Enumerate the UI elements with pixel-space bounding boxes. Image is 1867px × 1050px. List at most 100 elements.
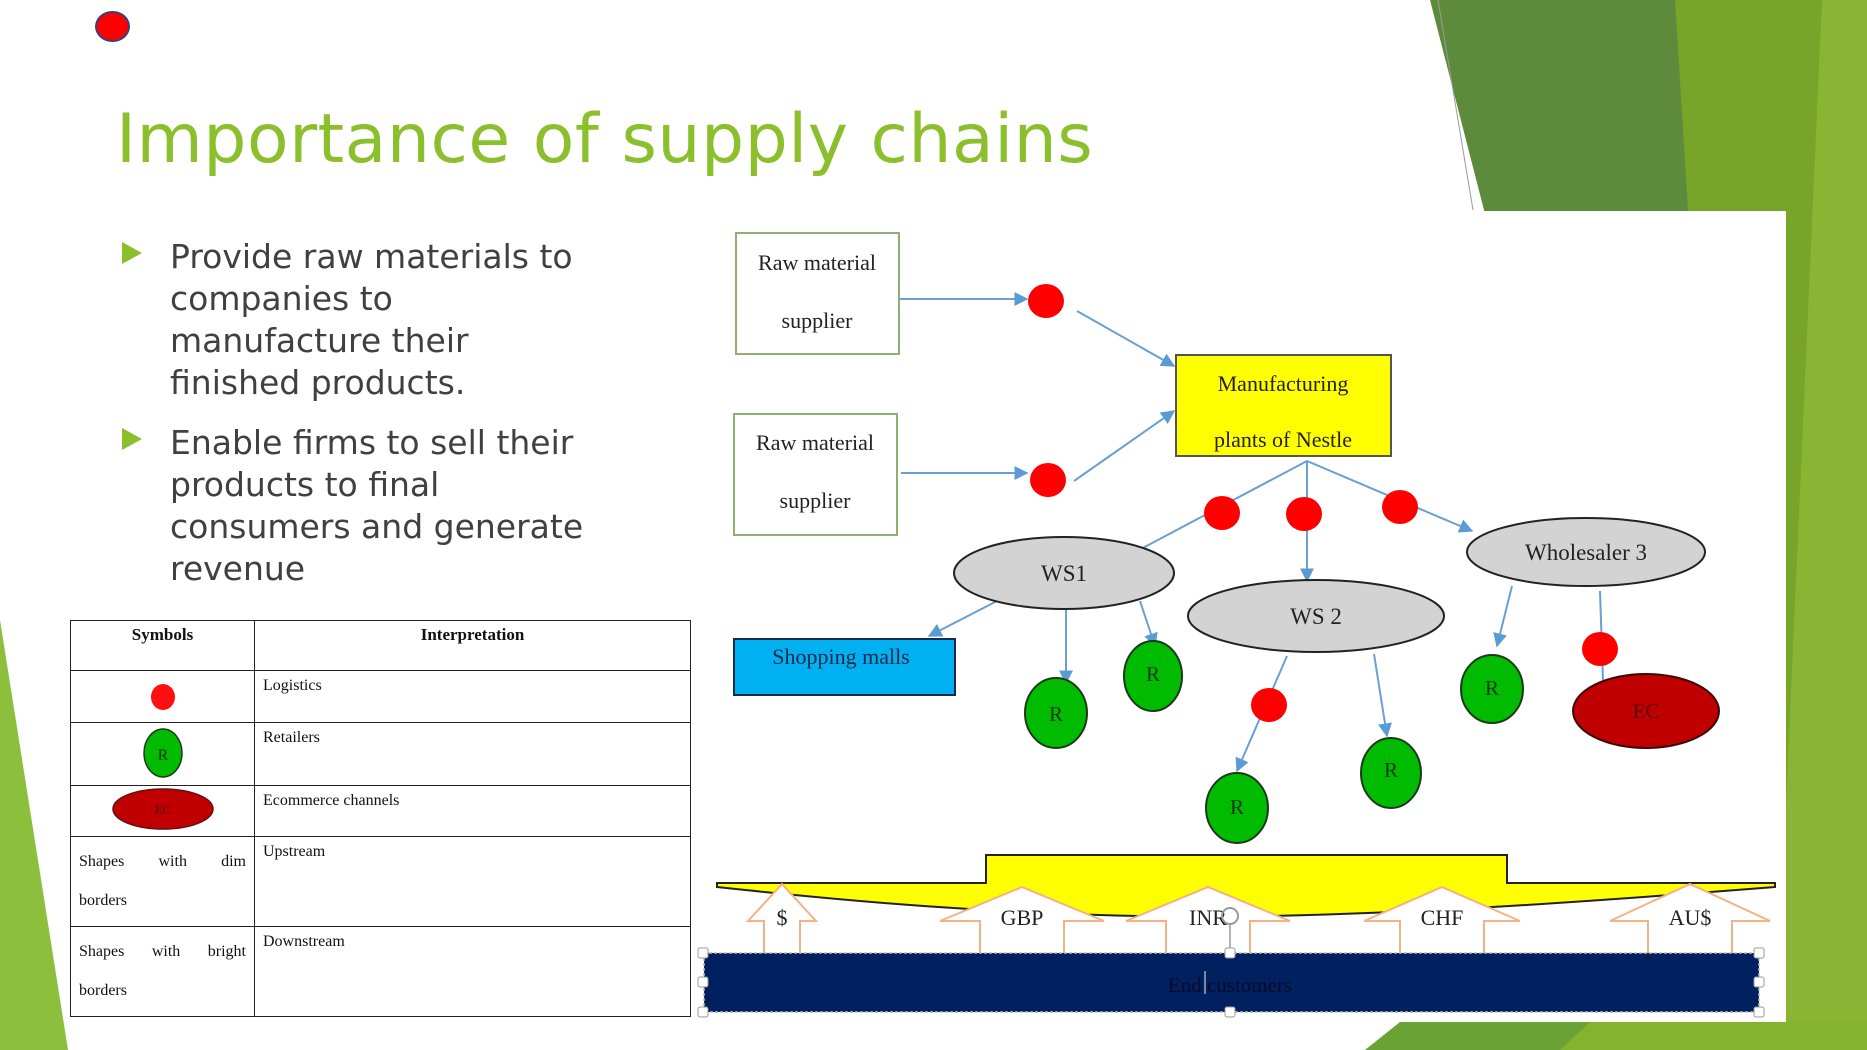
currency-label: GBP [1001,905,1044,930]
resize-handle[interactable] [1753,947,1765,959]
wholesaler-ellipse[interactable]: Wholesaler 3 [1466,517,1706,587]
retailer-label: R [1485,676,1499,700]
supply-chain-diagram[interactable]: Raw material supplier Raw material suppl… [697,211,1786,1022]
interpretation-cell: Logistics [254,670,691,723]
wholesaler-label: WS 2 [1290,604,1342,629]
ecommerce-ellipse[interactable]: EC [1572,673,1720,749]
logistics-dot[interactable] [1030,463,1066,497]
logistics-dots [1028,284,1618,722]
logistics-dot[interactable] [1582,632,1618,666]
symbol-cell [70,670,255,723]
manufacturing-plants-box[interactable]: Manufacturing plants of Nestle [1175,354,1392,457]
legend-row: Shapes with bright borders Downstream [70,926,691,1017]
logistics-dot-icon [150,684,175,710]
raw-material-supplier-box[interactable]: Raw material supplier [735,232,900,355]
retailer-circle[interactable]: R [1460,654,1524,724]
currency-label: INR [1189,905,1227,930]
connector-arrow [1073,410,1176,482]
legend-row: Logistics [70,670,691,723]
ecommerce-symbol-label: EC [154,802,171,817]
logistics-dot[interactable] [1028,284,1064,318]
manufacturing-label-line2: plants of Nestle [1214,427,1352,452]
bullet-list: Provide raw materials to companies to ma… [118,236,588,608]
bullet-arrow-icon [122,242,142,264]
legend-header-row: Symbols Interpretation [70,620,691,671]
deco-left-green [0,620,68,1050]
connector-arrow [1139,600,1158,648]
retailer-label: R [1230,795,1244,819]
wholesaler-ellipse[interactable]: WS 2 [1187,579,1445,653]
retailer-label: R [1384,758,1398,782]
wholesaler-label: Wholesaler 3 [1525,540,1647,565]
retailer-symbol-label: R [157,747,168,764]
header-interpretation: Interpretation [254,620,691,671]
resize-handle[interactable] [697,976,709,988]
deco-thin-line [1437,0,1474,211]
retailer-circle[interactable]: R [1360,737,1422,809]
interpretation-cell: Retailers [254,722,691,786]
deco-green-light [1775,0,1867,1050]
legend-table[interactable]: Symbols Interpretation Logistics R Retai… [70,620,691,1017]
shopping-malls-box[interactable]: Shopping malls [733,638,956,696]
connector-arrow [1493,585,1513,648]
retailer-label: R [1049,702,1063,726]
symbol-text-line1: Shapes with dim [79,853,246,870]
currency-label: AU$ [1669,905,1712,930]
resize-handle[interactable] [1224,947,1236,959]
logistics-dot[interactable] [1204,496,1240,530]
manufacturing-label-line1: Manufacturing [1218,371,1349,396]
interpretation-cell: Ecommerce channels [254,785,691,837]
resize-handle[interactable] [697,947,709,959]
resize-handle[interactable] [697,1006,709,1018]
connector-arrow [1373,653,1392,738]
deco-bottom-green-2 [1560,1022,1867,1050]
header-symbols: Symbols [70,620,255,671]
retailer-circle[interactable]: R [1123,640,1183,712]
interpretation-cell: Upstream [254,836,691,927]
connector-arrow [927,600,998,637]
bullet-item: Provide raw materials to companies to ma… [118,236,588,404]
symbol-cell: Shapes with bright borders [70,926,255,1017]
wholesaler-label: WS1 [1041,561,1087,586]
symbol-cell: R [70,722,255,786]
logistics-dot[interactable] [1382,490,1418,524]
supplier-label-line2: supplier [782,308,854,333]
logistics-dot[interactable] [1251,688,1287,722]
retailer-circle-icon: R [142,728,183,778]
retailer-circle[interactable]: R [1205,772,1269,844]
symbol-cell: EC [70,785,255,837]
supplier-label-line2: supplier [780,488,852,513]
end-customers-bar[interactable]: End customers [697,907,1765,1018]
logistics-dot[interactable] [1286,497,1322,531]
interpretation-cell: Downstream [254,926,691,1017]
raw-material-supplier-box[interactable]: Raw material supplier [733,413,898,536]
logistics-dot-icon[interactable] [95,11,130,42]
slide-title[interactable]: Importance of supply chains [116,100,1094,179]
bullet-text[interactable]: Provide raw materials to companies to ma… [170,237,573,402]
connector-arrow [1076,310,1176,367]
symbol-cell: Shapes with dim borders [70,836,255,927]
shopping-malls-label: Shopping malls [772,644,910,669]
legend-row: Shapes with dim borders Upstream [70,836,691,927]
bullet-item: Enable firms to sell their products to f… [118,422,588,590]
resize-handle[interactable] [1753,1006,1765,1018]
currency-arrow[interactable]: GBP [939,885,1105,955]
currency-label: CHF [1421,905,1464,930]
retailer-label: R [1146,662,1160,686]
wholesaler-ellipse[interactable]: WS1 [953,536,1175,610]
supplier-label-line1: Raw material [758,250,876,275]
supply-chain-diagram-svg: Raw material supplier Raw material suppl… [697,232,1776,1018]
end-customers-label: End customers [1168,973,1292,997]
retailer-circle[interactable]: R [1024,677,1088,749]
bullet-arrow-icon [122,428,142,450]
legend-row: EC Ecommerce channels [70,785,691,837]
symbol-text-line2: borders [79,982,127,999]
bullet-text[interactable]: Enable firms to sell their products to f… [170,423,584,588]
currency-label: $ [777,905,788,930]
symbol-text-line1: Shapes with bright [79,943,246,960]
supplier-label-line1: Raw material [756,430,874,455]
resize-handle[interactable] [1224,1006,1236,1018]
symbol-text-line2: borders [79,892,127,909]
resize-handle[interactable] [1753,976,1765,988]
ecommerce-ellipse-icon: EC [111,788,214,830]
